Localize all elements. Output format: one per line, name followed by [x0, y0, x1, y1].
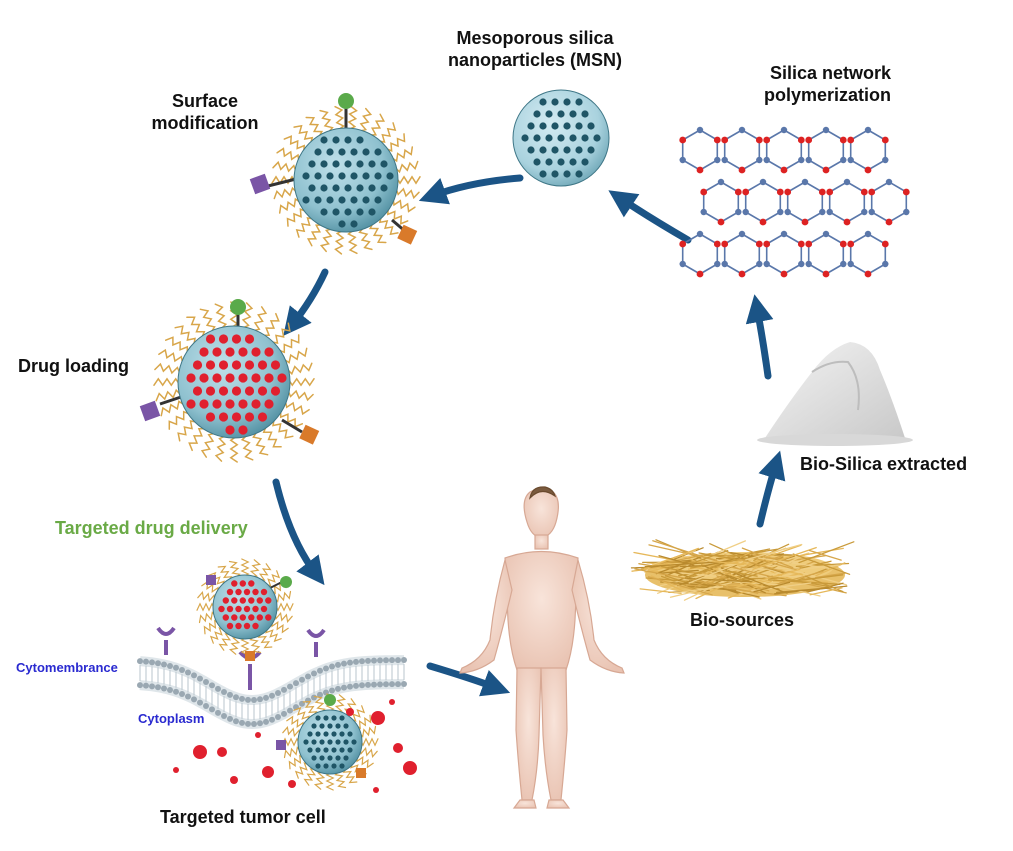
- orange-ligand-icon: [245, 651, 255, 661]
- silica-network-label-line1: Silica network: [770, 63, 892, 83]
- surface-modified-particle: [249, 93, 421, 255]
- internalized-particle: [276, 693, 379, 791]
- msn-particle: [512, 89, 610, 187]
- arrow-drug-to-delivery: [272, 478, 325, 586]
- cytomembrance-label: Cytomembrance: [16, 660, 118, 675]
- orange-ligand-icon: [356, 768, 366, 778]
- cycle-arrows: [272, 174, 786, 697]
- cell-membrane: [137, 655, 407, 730]
- orange-ligand-icon: [397, 224, 418, 245]
- arrow-msn-to-surface: [418, 174, 524, 205]
- purple-receptor-icon: [276, 740, 286, 750]
- arrow-silica-to-network: [745, 294, 774, 380]
- bio-sources-label: Bio-sources: [690, 610, 795, 630]
- purple-receptor-icon: [139, 400, 161, 422]
- silica-network: [679, 126, 910, 278]
- surface-modification-label-line2: modification: [151, 113, 259, 133]
- arrow-network-to-msn: [608, 190, 692, 244]
- msn-label-line2: nanoparticles (MSN): [447, 50, 623, 70]
- silica-network-label: Silica network polymerization: [764, 62, 891, 106]
- incoming-drug-particle: [196, 558, 294, 661]
- msn-label: Mesoporous silica nanoparticles (MSN): [445, 27, 625, 71]
- silica-network-label-line2: polymerization: [764, 85, 892, 105]
- green-ligand-icon: [324, 694, 336, 706]
- human-body-figure: [459, 486, 625, 809]
- arrow-tumor-to-human: [426, 662, 511, 697]
- released-drug-droplets: [173, 699, 417, 793]
- arrow-biosources-to-silica: [756, 450, 786, 528]
- bio-sources-straw-pile: [630, 539, 855, 601]
- green-ligand-icon: [338, 93, 354, 109]
- surface-modification-label-line1: Surface: [171, 91, 239, 111]
- orange-ligand-icon: [299, 424, 320, 445]
- bio-silica-extracted-label: Bio-Silica extracted: [800, 454, 968, 474]
- green-ligand-icon: [280, 576, 292, 588]
- cytoplasm-label: Cytoplasm: [138, 711, 205, 726]
- drug-loading-label: Drug loading: [18, 356, 129, 376]
- msn-label-line1: Mesoporous silica: [456, 28, 614, 48]
- bio-silica-powder-pile: [757, 342, 913, 446]
- purple-receptor-icon: [206, 575, 216, 585]
- surface-modification-label: Surface modification: [146, 90, 264, 134]
- targeted-drug-delivery-label: Targeted drug delivery: [55, 518, 248, 538]
- targeted-tumor-cell-label: Targeted tumor cell: [160, 807, 326, 827]
- purple-receptor-icon: [249, 173, 271, 195]
- drug-loaded-particle: [139, 299, 320, 463]
- arrow-surface-to-drug: [283, 268, 329, 336]
- green-ligand-icon: [230, 299, 246, 315]
